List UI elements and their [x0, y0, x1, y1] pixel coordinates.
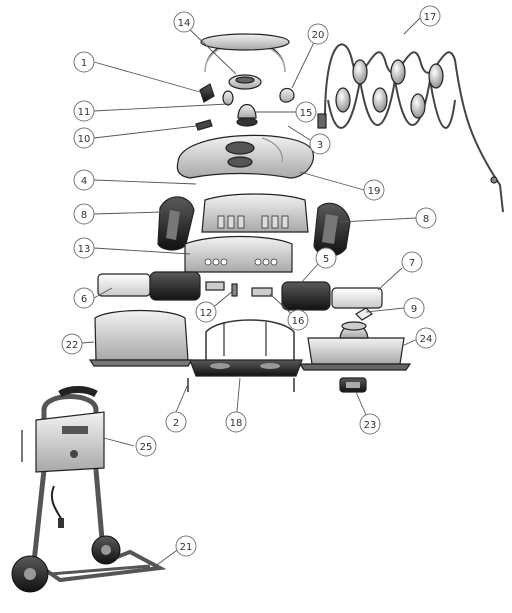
part-chassis-lower — [184, 235, 293, 273]
part-motor-base — [298, 321, 412, 371]
part-handle-clips — [195, 83, 295, 131]
part-control-box — [21, 411, 105, 473]
part-top-knob — [236, 103, 258, 127]
svg-text:6: 6 — [81, 294, 87, 305]
svg-text:14: 14 — [178, 18, 191, 29]
callout-17: 17 — [419, 5, 441, 27]
part-trolley — [11, 386, 167, 593]
callout-20: 20 — [307, 23, 329, 45]
svg-text:4: 4 — [81, 176, 87, 187]
callout-25: 25 — [135, 435, 157, 457]
callout-18: 18 — [225, 411, 247, 433]
callout-11: 11 — [73, 100, 95, 122]
svg-text:2: 2 — [173, 418, 179, 429]
callout-7: 7 — [401, 251, 423, 273]
svg-text:8: 8 — [423, 214, 429, 225]
svg-text:15: 15 — [300, 108, 313, 119]
svg-text:3: 3 — [317, 140, 323, 151]
callout-14: 14 — [173, 11, 195, 33]
part-small-motor — [339, 377, 367, 393]
callout-19: 19 — [363, 179, 385, 201]
svg-text:19: 19 — [368, 186, 381, 197]
svg-text:13: 13 — [78, 244, 91, 255]
svg-text:12: 12 — [200, 308, 213, 319]
callout-5: 5 — [315, 247, 337, 269]
callout-1: 1 — [73, 51, 95, 73]
callout-22: 22 — [61, 333, 83, 355]
callout-4: 4 — [73, 169, 95, 191]
part-filter-frame — [189, 319, 303, 377]
part-chassis-upper — [201, 193, 309, 233]
callout-2: 2 — [165, 411, 187, 433]
part-screws — [187, 378, 295, 392]
part-filter-bag — [88, 309, 194, 367]
callout-6: 6 — [73, 287, 95, 309]
part-roller-right — [281, 281, 383, 311]
part-handle — [200, 33, 290, 90]
part-side-panel-left — [157, 196, 195, 251]
callout-10: 10 — [73, 127, 95, 149]
svg-text:10: 10 — [78, 134, 91, 145]
callout-24: 24 — [415, 327, 437, 349]
callout-15: 15 — [295, 101, 317, 123]
svg-text:8: 8 — [81, 210, 87, 221]
callout-21: 21 — [175, 535, 197, 557]
svg-text:5: 5 — [323, 254, 329, 265]
callout-9: 9 — [403, 297, 425, 319]
svg-text:7: 7 — [409, 258, 415, 269]
callout-8-right: 8 — [415, 207, 437, 229]
part-roller-left — [97, 271, 201, 301]
svg-text:17: 17 — [424, 12, 437, 23]
svg-text:9: 9 — [411, 304, 417, 315]
svg-text:21: 21 — [180, 542, 193, 553]
svg-text:16: 16 — [292, 316, 305, 327]
svg-text:22: 22 — [66, 340, 79, 351]
svg-text:11: 11 — [78, 107, 91, 118]
part-side-panel-right — [313, 202, 351, 257]
callout-8-left: 8 — [73, 203, 95, 225]
callout-23: 23 — [359, 413, 381, 435]
callout-3: 3 — [309, 133, 331, 155]
svg-text:24: 24 — [420, 334, 433, 345]
callout-12: 12 — [195, 301, 217, 323]
part-top-cover — [176, 134, 314, 179]
callout-16: 16 — [287, 309, 309, 331]
svg-text:1: 1 — [81, 58, 87, 69]
callout-13: 13 — [73, 237, 95, 259]
svg-text:25: 25 — [140, 442, 153, 453]
callout-labels: 1 2 3 4 5 6 7 8 8 9 10 11 12 13 14 15 16… — [61, 5, 441, 557]
part-brackets — [205, 281, 373, 321]
svg-text:20: 20 — [312, 30, 325, 41]
svg-text:18: 18 — [230, 418, 243, 429]
part-floating-cable — [317, 43, 504, 213]
svg-text:23: 23 — [364, 420, 377, 431]
